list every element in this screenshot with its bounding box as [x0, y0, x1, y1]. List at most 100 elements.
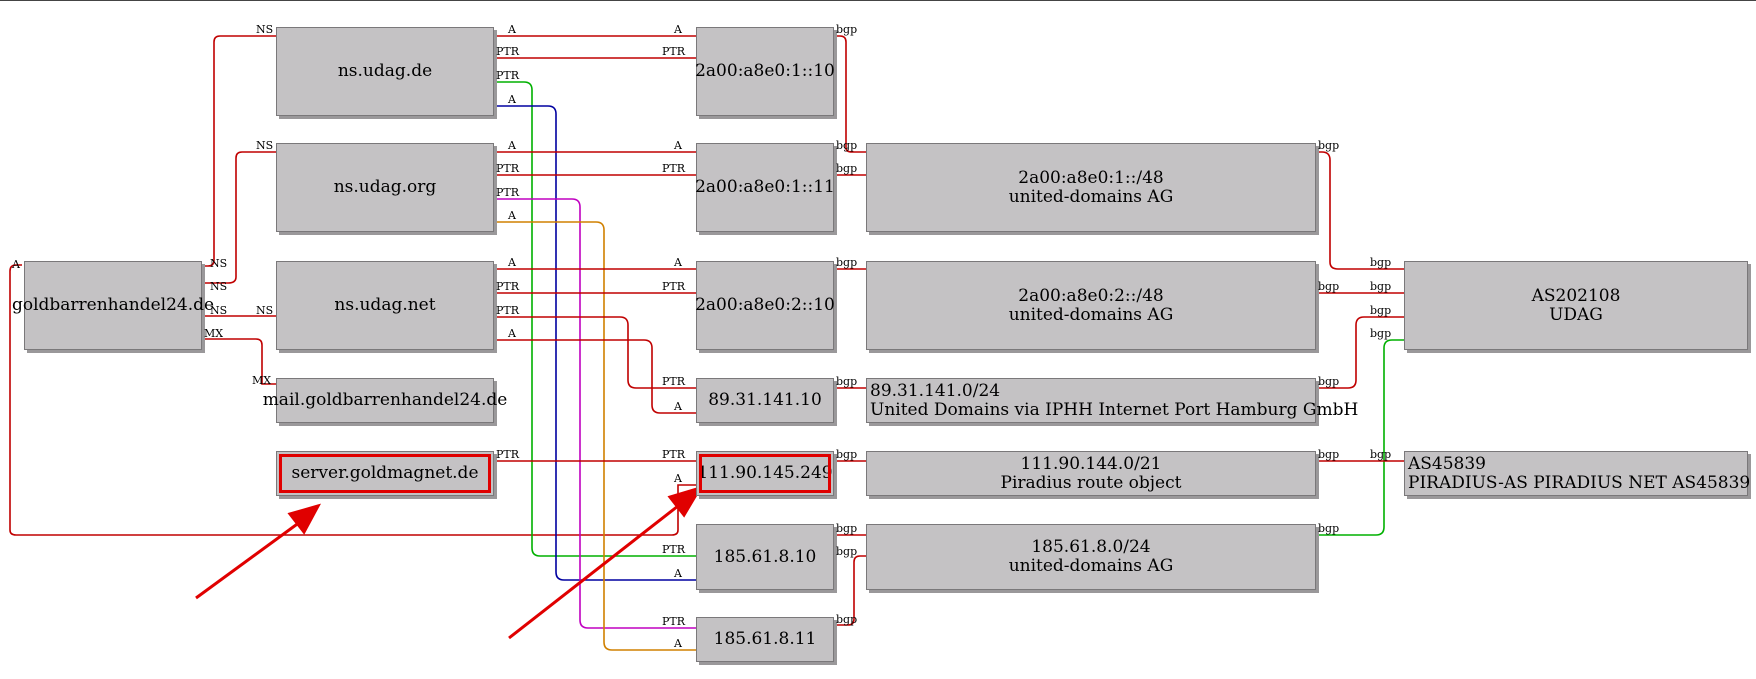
- port-label-bgp: bgp: [1370, 304, 1392, 317]
- port-label-ptr: PTR: [662, 45, 686, 58]
- node-ns-udag-de: ns.udag.de: [276, 27, 494, 116]
- net-owner: United Domains via IPHH Internet Port Ha…: [870, 399, 1359, 420]
- edge-ns-udag-de: [200, 35, 276, 267]
- edge-a-goldbarrenhandel: [9, 264, 696, 536]
- node-label: 111.90.145.249: [697, 463, 833, 483]
- node-net-111-90-144-0-21: 111.90.144.0/21 Piradius route object: [866, 451, 1316, 496]
- port-label-ptr: PTR: [662, 280, 686, 293]
- node-net-185-61-8-0-24: 185.61.8.0/24 united-domains AG: [866, 524, 1316, 590]
- net-prefix: 111.90.144.0/21: [1020, 453, 1162, 474]
- port-label-ns: NS: [256, 304, 274, 317]
- port-label-a: A: [508, 139, 516, 152]
- port-label-ptr: PTR: [496, 186, 520, 199]
- node-label: mail.goldbarrenhandel24.de: [262, 390, 508, 410]
- node-ns-udag-net: ns.udag.net: [276, 261, 494, 350]
- as-number: AS202108: [1531, 285, 1621, 306]
- top-border: [0, 0, 1756, 1]
- node-ip-185-61-8-10: 185.61.8.10: [696, 524, 834, 590]
- net-owner: Piradius route object: [1000, 472, 1182, 493]
- port-label-mx: MX: [252, 374, 272, 387]
- edge-bgp-ip6-10: [834, 35, 866, 153]
- net-owner: united-domains AG: [1008, 186, 1174, 207]
- port-label-ptr: PTR: [662, 543, 686, 556]
- node-ip-185-61-8-11: 185.61.8.11: [696, 617, 834, 662]
- node-label: 2a00:a8e0:2::10: [695, 295, 835, 315]
- port-label-ptr: PTR: [662, 615, 686, 628]
- edge-a-ns-org-orange: [494, 221, 696, 651]
- net-owner: united-domains AG: [1008, 304, 1174, 325]
- node-label: ns.udag.org: [333, 177, 437, 197]
- net-prefix: 185.61.8.0/24: [1031, 537, 1151, 557]
- node-ip-89-31-141-10: 89.31.141.10: [696, 378, 834, 423]
- port-label-a: A: [674, 23, 682, 36]
- node-label: ns.udag.net: [334, 295, 436, 315]
- node-label: server.goldmagnet.de: [291, 463, 479, 483]
- node-ip6-2-10: 2a00:a8e0:2::10: [695, 261, 835, 350]
- port-label-bgp: bgp: [1318, 375, 1340, 388]
- node-mail-goldbarrenhandel24: mail.goldbarrenhandel24.de: [263, 378, 507, 423]
- port-label-bgp: bgp: [1370, 280, 1392, 293]
- node-ip-111-90-145-249: 111.90.145.249: [696, 451, 834, 496]
- node-net-2a00-a8e0-1-48: 2a00:a8e0:1::/48 united-domains AG: [866, 143, 1316, 232]
- annotation-arrow-2: [508, 504, 679, 640]
- edge-ns-udag-org: [200, 151, 276, 284]
- node-label: 185.61.8.11: [713, 629, 817, 649]
- port-label-a: A: [508, 256, 516, 269]
- as-name: UDAG: [1549, 304, 1603, 325]
- port-label-bgp: bgp: [836, 23, 858, 36]
- port-label-ptr: PTR: [662, 375, 686, 388]
- node-label: 185.61.8.10: [713, 546, 817, 567]
- node-goldbarrenhandel24: goldbarrenhandel24.de: [12, 261, 214, 350]
- port-label-bgp: bgp: [1318, 280, 1340, 293]
- port-label-bgp: bgp: [836, 522, 858, 535]
- port-label-a: A: [508, 327, 516, 340]
- port-label-bgp: bgp: [836, 139, 858, 152]
- port-label-ns: NS: [210, 304, 228, 317]
- port-label-bgp: bgp: [836, 375, 858, 388]
- node-net-89-31-141-0-24: 89.31.141.0/24 United Domains via IPHH I…: [866, 378, 1358, 423]
- port-label-ptr: PTR: [662, 162, 686, 175]
- net-prefix: 2a00:a8e0:1::/48: [1018, 167, 1164, 188]
- port-label-ptr: PTR: [496, 280, 520, 293]
- node-net-2a00-a8e0-2-48: 2a00:a8e0:2::/48 united-domains AG: [866, 261, 1316, 350]
- port-label-ptr: PTR: [496, 45, 520, 58]
- port-label-ptr: PTR: [662, 448, 686, 461]
- node-label: ns.udag.de: [337, 61, 433, 81]
- edge-bgp-net89-as: [1316, 316, 1404, 389]
- port-label-bgp: bgp: [1318, 448, 1340, 461]
- port-label-ns: NS: [256, 139, 274, 152]
- port-label-bgp: bgp: [836, 448, 858, 461]
- port-label-ptr: PTR: [496, 69, 520, 82]
- edge-ptr-ns-net-89: [494, 316, 696, 389]
- port-label-ptr: PTR: [496, 448, 520, 461]
- node-server-goldmagnet: server.goldmagnet.de: [276, 451, 494, 496]
- port-label-bgp: bgp: [836, 545, 858, 558]
- port-label-ns: NS: [210, 280, 228, 293]
- port-label-a: A: [674, 400, 682, 413]
- net-owner: united-domains AG: [1008, 556, 1174, 576]
- port-label-bgp: bgp: [836, 613, 858, 626]
- node-ip6-1-10: 2a00:a8e0:1::10: [695, 27, 835, 116]
- port-label-a: A: [12, 258, 20, 271]
- port-label-a: A: [674, 256, 682, 269]
- port-label-a: A: [674, 567, 682, 580]
- edge-mx: [200, 338, 276, 385]
- node-ip6-1-11: 2a00:a8e0:1::11: [695, 143, 835, 232]
- edge-ptr-ns-org-magenta: [494, 198, 696, 629]
- port-label-a: A: [508, 23, 516, 36]
- edge-a-ns-de-blue: [494, 105, 696, 581]
- as-number: AS45839: [1408, 453, 1487, 474]
- annotation-arrow-1: [195, 520, 301, 600]
- annotation-arrowhead-2: [667, 485, 704, 518]
- node-label: goldbarrenhandel24.de: [11, 295, 215, 315]
- node-label: 2a00:a8e0:1::11: [695, 177, 835, 197]
- port-label-a: A: [674, 472, 682, 485]
- port-label-ns: NS: [210, 257, 228, 270]
- port-label-a: A: [674, 637, 682, 650]
- port-label-bgp: bgp: [836, 256, 858, 269]
- port-label-mx: MX: [204, 327, 224, 340]
- edge-bgp-net185-as: [1316, 339, 1404, 536]
- edge-a-ns-net-89: [494, 339, 696, 414]
- edge-ptr-ns-de-green: [494, 81, 696, 557]
